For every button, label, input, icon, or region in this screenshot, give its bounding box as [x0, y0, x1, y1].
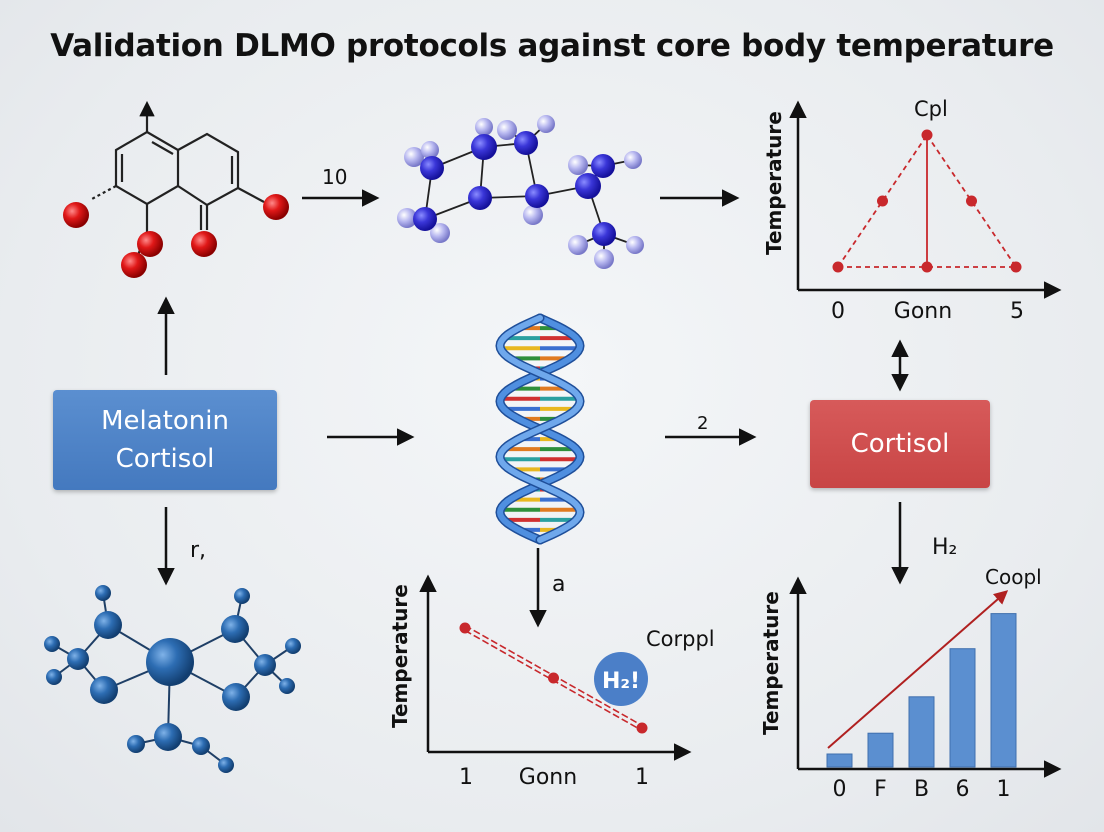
triangle-point	[921, 129, 933, 141]
tick-mid-2: 1	[635, 765, 649, 790]
arrow-label-a: a	[552, 572, 565, 597]
mid-series-point	[636, 722, 648, 734]
bar-tick-label: B	[913, 777, 930, 802]
h2-badge	[594, 652, 648, 706]
tick-top-2: 5	[1010, 299, 1024, 324]
bar	[826, 753, 853, 768]
axis-label-bar: Temperature	[759, 591, 783, 735]
triangle-point	[966, 195, 977, 207]
bar	[990, 613, 1017, 768]
box-label-cortisol: Cortisol	[115, 444, 215, 474]
network-atoms	[44, 585, 301, 773]
ball-stick-atoms	[397, 115, 644, 269]
tick-mid-1: Gonn	[518, 765, 578, 790]
ring-molecule	[89, 100, 265, 256]
chart-bottom-right	[789, 576, 1062, 778]
trend-arrow	[827, 590, 1009, 749]
bar-tick-label: F	[874, 777, 887, 802]
axis-label-top: Temperature	[762, 111, 786, 255]
tick-top-0: 0	[831, 299, 845, 324]
cortisol-box: Cortisol	[810, 400, 990, 488]
triangle-point	[832, 261, 844, 273]
triangle-point	[877, 195, 888, 207]
arrow-label-10: 10	[322, 165, 347, 189]
mid-series-point	[459, 622, 471, 634]
chart-top-title: Cpl	[914, 97, 948, 121]
dna-helix	[495, 313, 585, 545]
page-title: Validation DLMO protocols against core b…	[50, 28, 1054, 64]
mid-series-point	[548, 672, 559, 684]
cortisol-box-label: Cortisol	[850, 429, 950, 459]
triangle-point	[921, 261, 933, 273]
axis-label-mid: Temperature	[388, 584, 412, 728]
arrow-label-2: 2	[697, 413, 708, 434]
melatonin-cortisol-box: Melatonin Cortisol	[53, 390, 277, 490]
bar-tick-label: 0	[832, 777, 847, 802]
chart-bar-title: Coopl	[985, 565, 1042, 589]
triangle-point	[1010, 261, 1022, 273]
dna-strand	[496, 315, 584, 543]
oxygen-atoms	[63, 194, 289, 278]
bar	[867, 732, 894, 768]
bar-tick-label: 1	[996, 777, 1011, 802]
chart-top-right	[789, 100, 1062, 299]
box-label-melatonin: Melatonin	[101, 406, 229, 436]
tick-top-1: Gonn	[893, 299, 953, 324]
bar	[908, 696, 935, 768]
arrow-label-r: r,	[190, 538, 206, 563]
arrow-label-h2: H₂	[932, 535, 957, 560]
chart-bottom-middle	[419, 574, 692, 761]
bar-tick-label: 6	[955, 777, 970, 802]
tick-mid-0: 1	[459, 765, 473, 790]
h2-badge-label: H₂!	[602, 669, 640, 694]
chart-mid-title: Corppl	[646, 627, 715, 651]
bar	[949, 648, 976, 768]
